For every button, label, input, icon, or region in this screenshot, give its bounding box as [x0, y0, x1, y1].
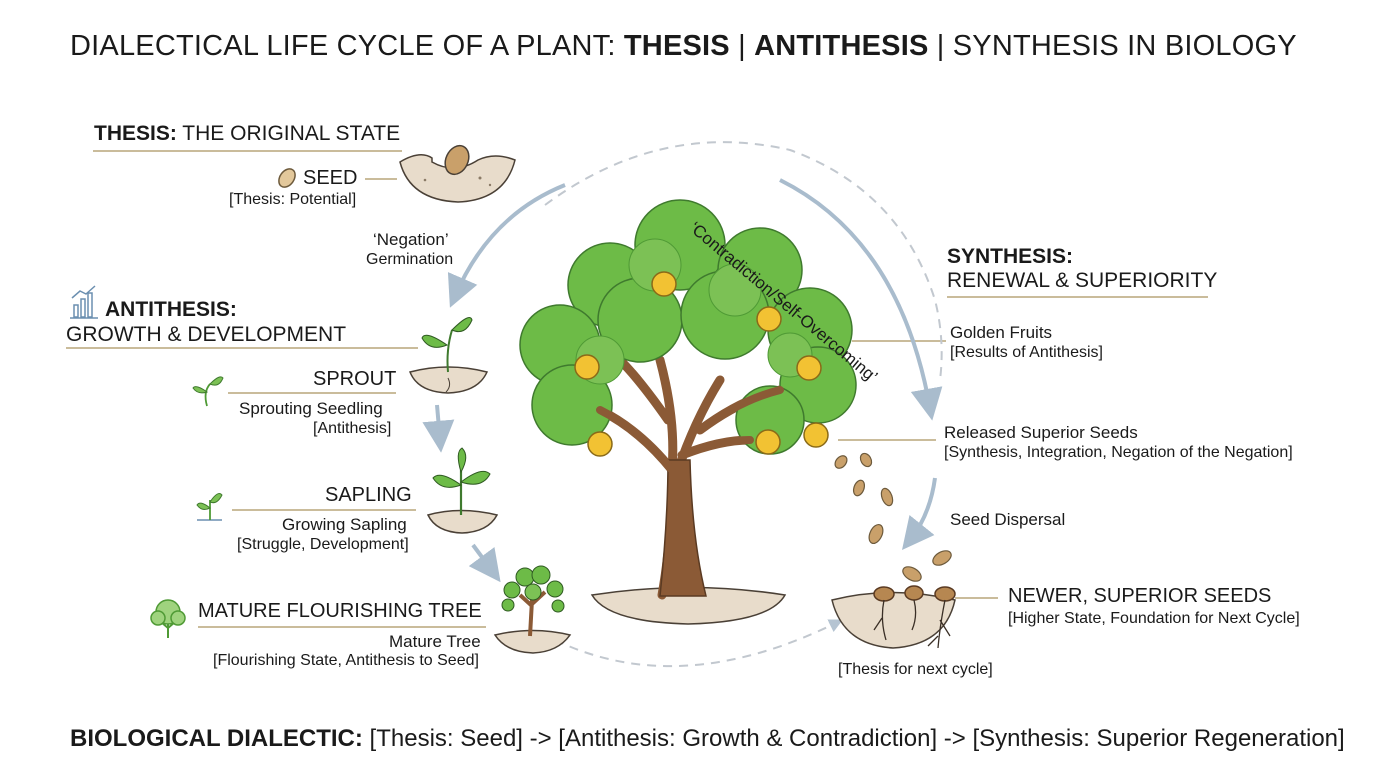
dispersal-arrow — [902, 477, 937, 550]
sapling-icon — [196, 493, 223, 521]
newer-seeds-label: NEWER, SUPERIOR SEEDS — [1008, 585, 1272, 607]
antithesis-heading-label: ANTITHESIS: — [105, 298, 237, 321]
synthesis-heading-title: RENEWAL & SUPERIORITY — [947, 269, 1218, 292]
sprout-to-sapling-arrow — [422, 404, 455, 453]
falling-seeds — [834, 452, 952, 582]
negation-arrow — [447, 183, 566, 308]
sapling-illustration — [426, 447, 499, 534]
page-title: DIALECTICAL LIFE CYCLE OF A PLANT: THESI… — [70, 30, 1297, 62]
small-tree-illustration — [493, 565, 572, 654]
next-cycle-note: [Thesis for next cycle] — [838, 661, 993, 678]
golden-fruits-note: [Results of Antithesis] — [950, 344, 1103, 361]
sprout-illustration — [408, 317, 489, 394]
golden-fruits — [574, 271, 829, 457]
sprout-icon — [192, 376, 224, 407]
mature-stage-label: MATURE FLOURISHING TREE — [198, 600, 482, 622]
released-seeds-note: [Synthesis, Integration, Negation of the… — [944, 444, 1293, 461]
sapling-stage-note: [Struggle, Development] — [237, 536, 409, 553]
seed-stage-note: [Thesis: Potential] — [229, 191, 357, 208]
sprout-stage-label: SPROUT — [313, 368, 397, 390]
new-seeds-soil-illustration — [831, 585, 956, 649]
thesis-heading: THESIS: THE ORIGINAL STATE — [94, 122, 401, 145]
cycle-dashed-arc-bottom — [554, 619, 844, 668]
mature-stage-note: [Flourishing State, Antithesis to Seed] — [213, 652, 479, 669]
seed-stage-label: SEED — [303, 167, 358, 189]
newer-seeds-note: [Higher State, Foundation for Next Cycle… — [1008, 610, 1300, 627]
footer-summary: BIOLOGICAL DIALECTIC: [Thesis: Seed] -> … — [70, 725, 1345, 752]
section-rules — [66, 150, 1208, 628]
negation-sub: Germination — [366, 251, 454, 268]
antithesis-heading-title: GROWTH & DEVELOPMENT — [66, 323, 347, 346]
negation-label: ‘Negation’ — [373, 230, 449, 249]
tree-icon — [150, 599, 186, 638]
seed-icon — [278, 168, 296, 188]
big-apple-tree — [519, 199, 857, 625]
golden-fruits-label: Golden Fruits — [950, 323, 1053, 342]
sapling-stage-sub: Growing Sapling — [282, 515, 407, 534]
cycle-dashed-arc-top — [544, 141, 943, 381]
sapling-stage-label: SAPLING — [325, 484, 412, 506]
sprout-stage-sub: Sprouting Seedling — [239, 399, 383, 418]
contradiction-arrow — [779, 178, 943, 421]
released-seeds-label: Released Superior Seeds — [944, 423, 1138, 442]
mature-stage-sub: Mature Tree — [389, 632, 481, 651]
growth-chart-icon — [70, 285, 98, 319]
seed-in-soil-illustration — [399, 144, 516, 203]
synthesis-heading-label: SYNTHESIS: — [947, 245, 1074, 268]
seed-dispersal-label: Seed Dispersal — [950, 510, 1066, 529]
sprout-stage-note: [Antithesis] — [313, 420, 392, 437]
sapling-to-mature-arrow — [468, 543, 501, 583]
